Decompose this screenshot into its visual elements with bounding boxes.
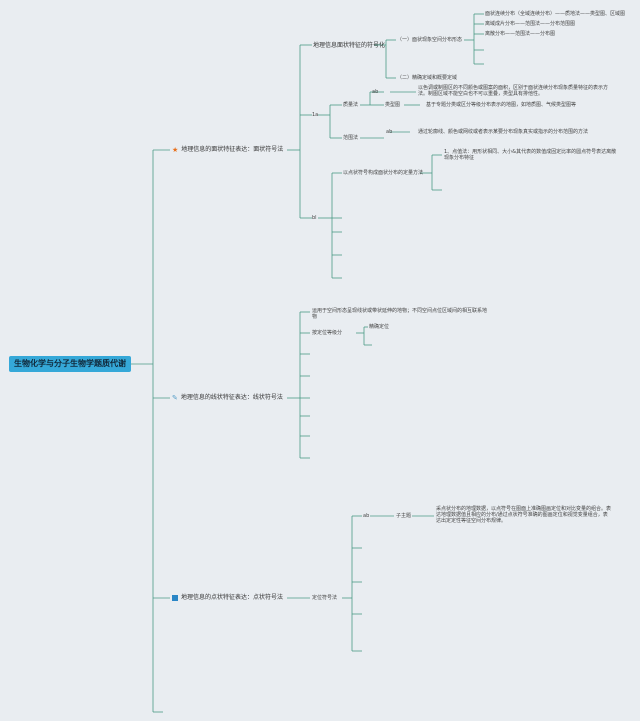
branch-title: 地理信息的面状特征表达：面状符号法 xyxy=(181,146,284,153)
branch-title: 地理信息的点状特征表达：点状符号法 xyxy=(181,594,284,601)
node-quality-method[interactable]: 质量法 xyxy=(343,102,359,108)
node-continuous-distribution[interactable]: 面状连续分布（全域连续分布）——质地法——类型图、区域图 xyxy=(485,11,626,17)
node-positioning-symbol-definition[interactable]: 采点状分布的地理数据，以点符号在图面上准确图画定位和对比变量的组合。表达地理数据… xyxy=(436,506,612,524)
branch-area-symbols[interactable]: ★ 地理信息的面状特征表达：面状符号法 xyxy=(172,146,283,154)
node-type-map[interactable]: 类型图 xyxy=(385,102,401,108)
node-by-positioning-level[interactable]: 按定位等级分 xyxy=(312,330,343,336)
node-quality-method-definition[interactable]: 以色调或制图区的不同颜色或图案的面积，区别于面状连续分布现象质量特征的表示方法。… xyxy=(418,85,609,97)
branch-point-symbols[interactable]: 地理信息的点状特征表达：点状符号法 xyxy=(172,594,283,602)
branch-title: 地理信息的线状特征表达：线状符号法 xyxy=(180,394,283,401)
node-bl[interactable]: bl xyxy=(312,215,317,221)
node-precise-and-approx-positioning[interactable]: （二）精确定域和概要定域 xyxy=(397,75,458,81)
node-range-method[interactable]: 范围法 xyxy=(343,135,359,141)
root-topic[interactable]: 生物化学与分子生物学题质代谢 xyxy=(9,356,131,372)
node-linear-feature-application[interactable]: 运用于空间形态呈现线状或带状延伸的地物；不同空间点位区域间的相互联系地物 xyxy=(312,308,488,320)
node-subtopic[interactable]: 子主题 xyxy=(396,513,412,519)
node-discrete-distribution[interactable]: 离散分布——范围法——分布图 xyxy=(485,31,556,37)
node-type-map-definition[interactable]: 基于专题分类或区分等级分布表示的地图，如地质图、气候类型图等 xyxy=(426,102,577,108)
node-point-to-area-quantitative[interactable]: 以点状符号构成面状分布的定量方法 xyxy=(343,170,424,176)
node-area-symbolization[interactable]: 地理信息面状特征的符号化 xyxy=(313,42,386,49)
node-patch-distribution[interactable]: 离域成片分布——范围法——分布范围图 xyxy=(485,21,576,27)
square-icon xyxy=(172,595,178,601)
pen-icon: ✎ xyxy=(172,394,178,402)
node-1a[interactable]: 1a xyxy=(312,112,319,118)
branch-line-symbols[interactable]: ✎ 地理信息的线状特征表达：线状符号法 xyxy=(172,394,283,402)
node-dot-value-method[interactable]: 1、点值法：用形状相同、大小&其代表的数值成固定比率的圆点符号表达离散现象分布特… xyxy=(444,149,617,161)
node-positioning-symbol-method[interactable]: 定位符号法 xyxy=(312,595,338,601)
node-precise-positioning[interactable]: 精确定位 xyxy=(369,324,390,330)
node-ab[interactable]: ab xyxy=(372,89,379,95)
star-icon: ★ xyxy=(172,146,179,154)
node-ab[interactable]: ab xyxy=(363,513,370,519)
node-ab[interactable]: ab xyxy=(386,129,393,135)
node-range-method-definition[interactable]: 通过轮廓线、颜色或网纹或者表示某要分布现象真实或指示的分布范围的方法 xyxy=(418,129,589,135)
node-area-distribution-form[interactable]: （一）面状现象空间分布形态 xyxy=(397,37,463,43)
